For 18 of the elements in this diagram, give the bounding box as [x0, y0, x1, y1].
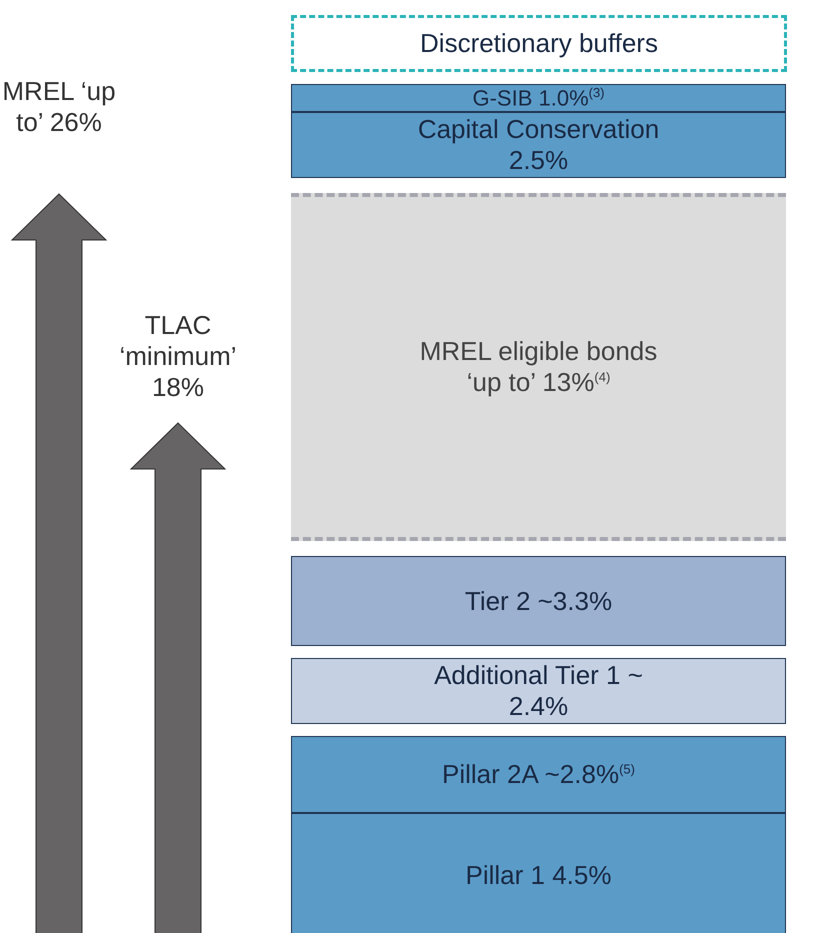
capital-layer: [291, 736, 786, 813]
layer-label: Capital Conservation 2.5%: [416, 114, 660, 176]
layer-label: Pillar 2A ~2.8%$^{(5)}$: [442, 759, 635, 790]
arrow-label: TLAC ‘minimum’ 18%: [118, 310, 238, 404]
bond-layer: [291, 193, 786, 541]
layer-label: G-SIB 1.0%$^{(3)}$: [472, 84, 605, 112]
buffer-box: [291, 15, 787, 72]
buffer-layer: [291, 112, 786, 178]
capital-layer: [291, 556, 786, 646]
capital-layer: [291, 658, 786, 724]
capital-layer: [291, 813, 786, 933]
layer-label: MREL eligible bonds ‘up to’ 13%$^{(4)}$: [418, 336, 658, 398]
layer-label: Tier 2 ~3.3%: [464, 586, 612, 616]
layer-label: Additional Tier 1 ~ 2.4%: [433, 660, 644, 722]
buffer-layer: [291, 84, 786, 112]
layer-label: Pillar 1 4.5%: [466, 860, 612, 891]
layer-label: Discretionary buffers: [420, 28, 658, 59]
arrow-label: MREL ‘up to’ 26%: [1, 76, 117, 138]
